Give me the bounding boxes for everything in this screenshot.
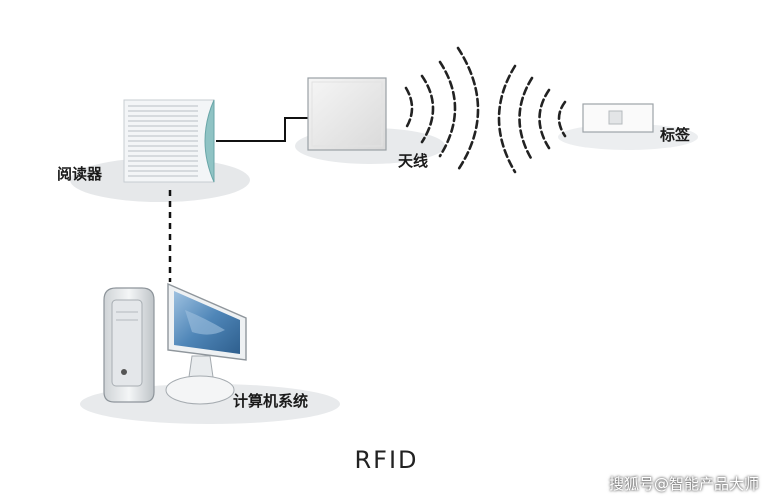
tag-waves: [497, 64, 567, 174]
antenna-waves: [404, 46, 480, 172]
antenna-label: 天线: [398, 152, 429, 170]
diagram-caption: RFID: [354, 446, 419, 474]
computer-label: 计算机系统: [233, 392, 309, 410]
antenna-device: [307, 77, 387, 151]
tag-label: 标签: [660, 126, 691, 144]
reader-device: [123, 99, 215, 183]
computer-system: [103, 282, 247, 405]
tag-device: [582, 103, 654, 133]
reader-label: 阅读器: [57, 165, 103, 183]
source-watermark: 搜狐号@智能产品大师: [608, 475, 759, 493]
reader-antenna-cable: [216, 117, 308, 142]
